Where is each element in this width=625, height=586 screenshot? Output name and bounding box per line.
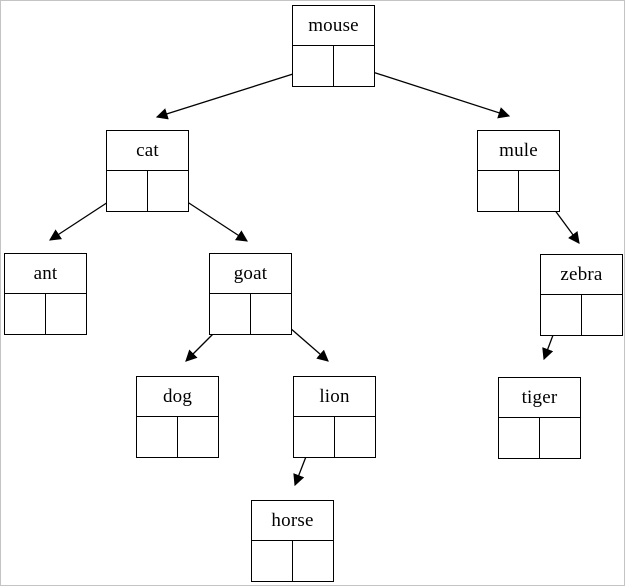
node-ant: ant bbox=[4, 253, 87, 335]
left-pointer-cell bbox=[137, 417, 178, 457]
right-pointer-cell bbox=[148, 171, 188, 211]
node-label: mouse bbox=[293, 6, 374, 46]
node-mouse: mouse bbox=[292, 5, 375, 87]
right-pointer-cell bbox=[540, 418, 580, 458]
node-cat: cat bbox=[106, 130, 189, 212]
left-pointer-cell bbox=[5, 294, 46, 334]
edge-mouse-right-mule bbox=[353, 65, 511, 119]
node-goat: goat bbox=[209, 253, 292, 335]
left-pointer-cell bbox=[210, 294, 251, 334]
node-label: tiger bbox=[499, 378, 580, 418]
node-label: horse bbox=[252, 501, 333, 541]
left-pointer-cell bbox=[499, 418, 540, 458]
pointer-cells bbox=[478, 171, 559, 211]
left-pointer-cell bbox=[107, 171, 148, 211]
right-pointer-cell bbox=[335, 417, 375, 457]
pointer-cells bbox=[499, 418, 580, 458]
node-lion: lion bbox=[293, 376, 376, 458]
node-label: lion bbox=[294, 377, 375, 417]
right-pointer-cell bbox=[582, 295, 622, 335]
node-label: zebra bbox=[541, 255, 622, 295]
node-label: goat bbox=[210, 254, 291, 294]
pointer-cells bbox=[293, 46, 374, 86]
node-label: cat bbox=[107, 131, 188, 171]
right-pointer-cell bbox=[178, 417, 218, 457]
left-pointer-cell bbox=[293, 46, 334, 86]
node-label: mule bbox=[478, 131, 559, 171]
right-pointer-cell bbox=[293, 541, 333, 581]
node-horse: horse bbox=[251, 500, 334, 582]
pointer-cells bbox=[294, 417, 375, 457]
pointer-cells bbox=[5, 294, 86, 334]
node-tiger: tiger bbox=[498, 377, 581, 459]
left-pointer-cell bbox=[252, 541, 293, 581]
pointer-cells bbox=[252, 541, 333, 581]
right-pointer-cell bbox=[46, 294, 86, 334]
right-pointer-cell bbox=[251, 294, 291, 334]
left-pointer-cell bbox=[541, 295, 582, 335]
node-mule: mule bbox=[477, 130, 560, 212]
pointer-cells bbox=[107, 171, 188, 211]
left-pointer-cell bbox=[478, 171, 519, 211]
edge-mouse-left-cat bbox=[155, 67, 313, 120]
node-label: ant bbox=[5, 254, 86, 294]
left-pointer-cell bbox=[294, 417, 335, 457]
node-zebra: zebra bbox=[540, 254, 623, 336]
pointer-cells bbox=[541, 295, 622, 335]
node-dog: dog bbox=[136, 376, 219, 458]
right-pointer-cell bbox=[519, 171, 559, 211]
pointer-cells bbox=[210, 294, 291, 334]
right-pointer-cell bbox=[334, 46, 374, 86]
node-label: dog bbox=[137, 377, 218, 417]
pointer-cells bbox=[137, 417, 218, 457]
